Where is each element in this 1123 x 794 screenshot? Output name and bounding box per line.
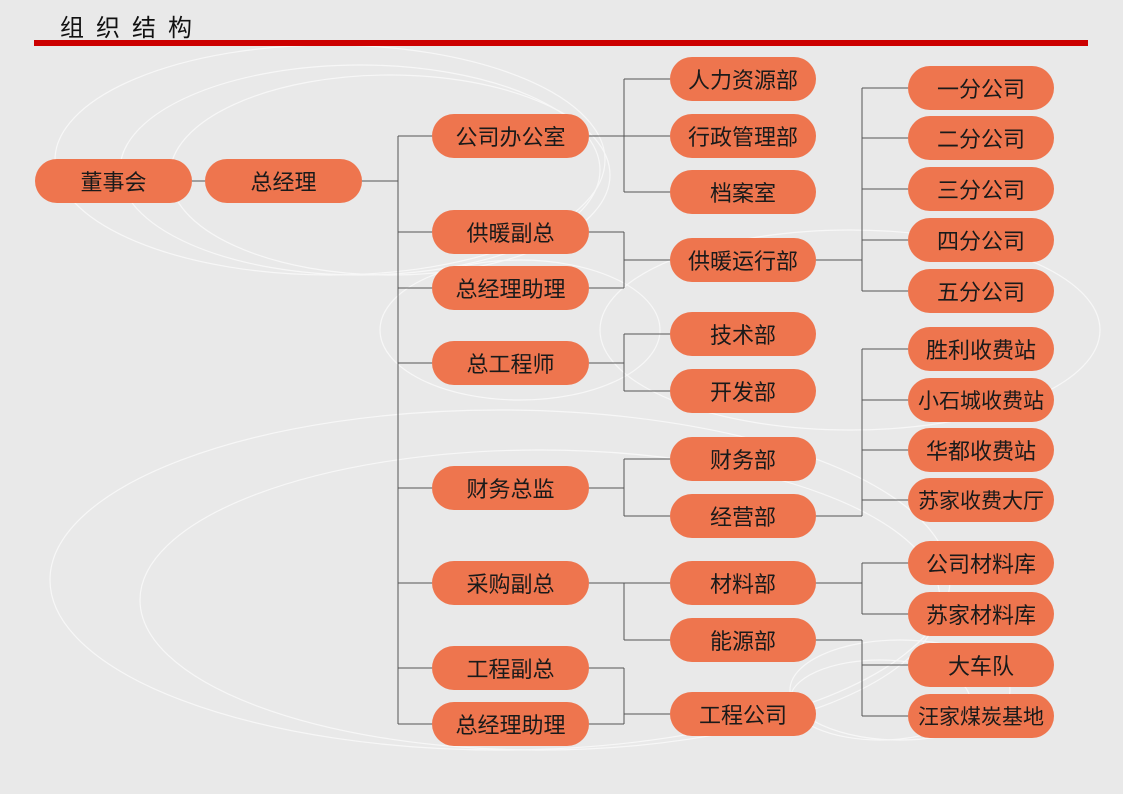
org-node-archive[interactable]: 档案室: [670, 170, 816, 214]
org-node-admin[interactable]: 行政管理部: [670, 114, 816, 158]
org-node-heat-ops[interactable]: 供暖运行部: [670, 238, 816, 282]
org-node-material[interactable]: 材料部: [670, 561, 816, 605]
org-node-business[interactable]: 经营部: [670, 494, 816, 538]
org-node-eng-co[interactable]: 工程公司: [670, 692, 816, 736]
org-node-b1[interactable]: 一分公司: [908, 66, 1054, 110]
org-node-chief-eng[interactable]: 总工程师: [432, 341, 589, 385]
org-node-toll1[interactable]: 胜利收费站: [908, 327, 1054, 371]
org-node-fleet[interactable]: 大车队: [908, 643, 1054, 687]
org-node-b3[interactable]: 三分公司: [908, 167, 1054, 211]
org-node-coal[interactable]: 汪家煤炭基地: [908, 694, 1054, 738]
org-node-store1[interactable]: 公司材料库: [908, 541, 1054, 585]
org-node-board[interactable]: 董事会: [35, 159, 192, 203]
org-node-b4[interactable]: 四分公司: [908, 218, 1054, 262]
org-node-energy[interactable]: 能源部: [670, 618, 816, 662]
org-node-b2[interactable]: 二分公司: [908, 116, 1054, 160]
org-node-gm-asst1[interactable]: 总经理助理: [432, 266, 589, 310]
org-node-toll2[interactable]: 小石城收费站: [908, 378, 1054, 422]
org-node-toll4[interactable]: 苏家收费大厅: [908, 478, 1054, 522]
org-node-gm[interactable]: 总经理: [205, 159, 362, 203]
org-node-gm-asst2[interactable]: 总经理助理: [432, 702, 589, 746]
org-node-heat-vp[interactable]: 供暖副总: [432, 210, 589, 254]
org-node-dev[interactable]: 开发部: [670, 369, 816, 413]
org-node-purch-vp[interactable]: 采购副总: [432, 561, 589, 605]
org-node-cfo[interactable]: 财务总监: [432, 466, 589, 510]
org-node-office[interactable]: 公司办公室: [432, 114, 589, 158]
org-node-toll3[interactable]: 华都收费站: [908, 428, 1054, 472]
org-node-hr[interactable]: 人力资源部: [670, 57, 816, 101]
title-underline: [34, 40, 1088, 46]
org-node-finance[interactable]: 财务部: [670, 437, 816, 481]
org-node-store2[interactable]: 苏家材料库: [908, 592, 1054, 636]
org-node-eng-vp[interactable]: 工程副总: [432, 646, 589, 690]
org-node-b5[interactable]: 五分公司: [908, 269, 1054, 313]
org-node-tech[interactable]: 技术部: [670, 312, 816, 356]
page-title: 组织结构: [60, 14, 204, 42]
